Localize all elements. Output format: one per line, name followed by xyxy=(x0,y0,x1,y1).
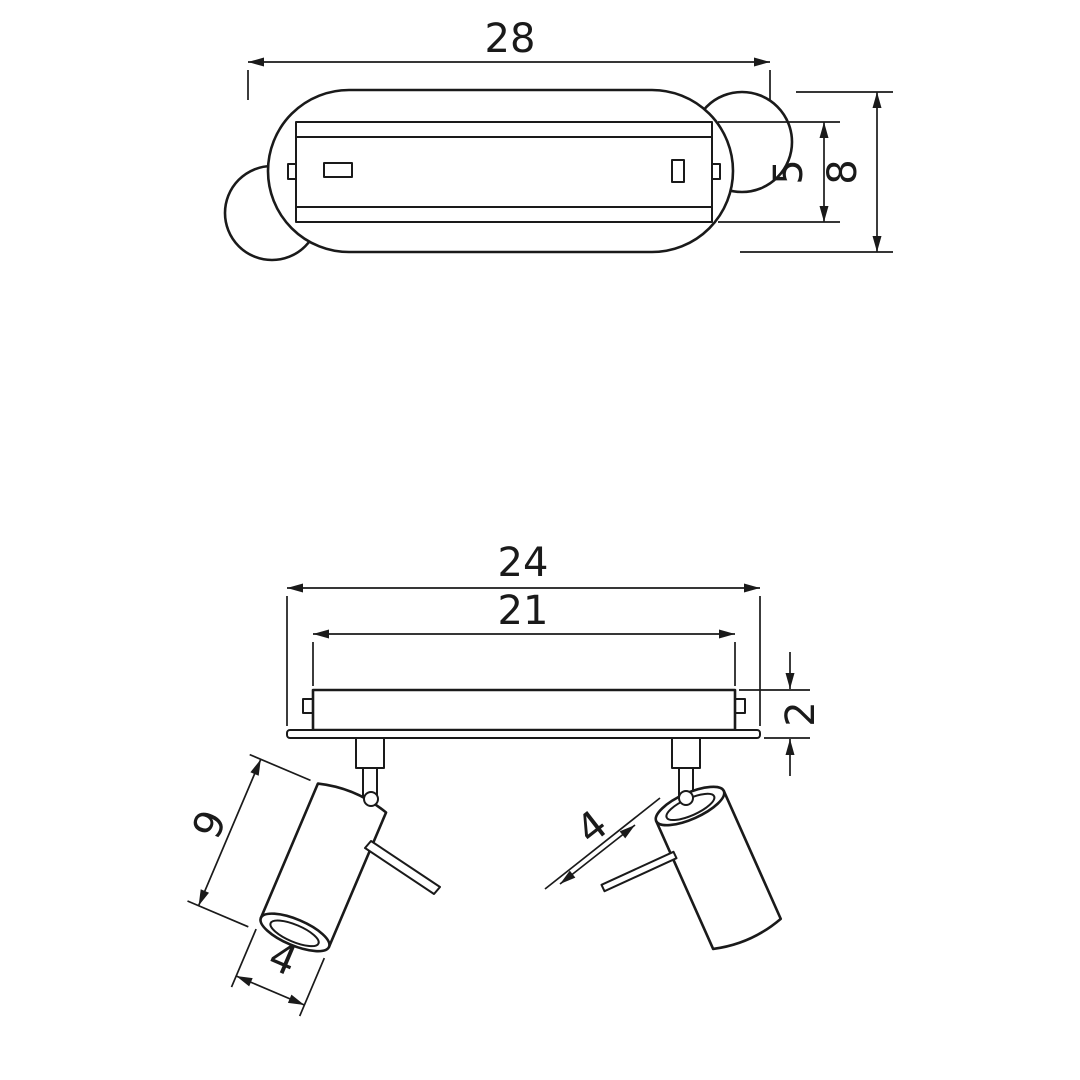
dimension-canopy-thickness: 2 xyxy=(739,652,824,776)
adjust-lever-right xyxy=(600,850,678,893)
stem-block xyxy=(355,737,385,769)
spot-head-right xyxy=(654,785,783,951)
spot-head-left xyxy=(259,782,388,953)
dimension-bracket-height: 5 xyxy=(718,121,840,223)
swivel-stem-right xyxy=(671,737,701,797)
dimension-top-width: 28 xyxy=(247,16,771,100)
head-length-dimension-label: 9 xyxy=(184,804,236,845)
extension-line xyxy=(230,928,257,988)
spot-head-body xyxy=(654,789,783,951)
base-plate xyxy=(286,729,761,739)
canopy-front-body xyxy=(311,688,737,732)
front-plate-width-dimension-label: 21 xyxy=(498,588,549,634)
dimension-front-overall-width: 24 xyxy=(286,540,761,726)
dimension-front-plate-width: 21 xyxy=(312,588,736,686)
pivot-joint-right xyxy=(678,790,694,806)
canopy-thickness-dimension-label: 2 xyxy=(778,701,824,726)
mounting-bracket xyxy=(287,121,721,223)
dimension-line xyxy=(235,975,305,1006)
adjust-lever-left xyxy=(364,840,441,895)
swivel-stem-left xyxy=(355,737,385,797)
head-diameter-left-dimension-label: 4 xyxy=(262,933,303,985)
extension-line xyxy=(298,957,326,1017)
dimension-body-height: 8 xyxy=(740,91,893,253)
canopy-side-tab-right xyxy=(734,698,746,714)
mounting-slot-right xyxy=(671,159,685,183)
bracket-outline xyxy=(295,121,713,223)
dimension-head-diameter-right: 4 xyxy=(544,797,661,890)
pivot-joint-left xyxy=(363,791,379,807)
bracket-side-tab-left xyxy=(287,163,297,180)
top-width-dimension-label: 28 xyxy=(485,16,536,62)
extension-line xyxy=(249,753,311,782)
dimension-line xyxy=(559,824,636,885)
mounting-slot-left xyxy=(323,162,353,178)
bracket-height-dimension-label: 5 xyxy=(766,159,812,184)
top-view: 28 5 8 xyxy=(223,16,893,262)
dimension-line xyxy=(197,758,262,907)
canopy-side-tab-left xyxy=(302,698,314,714)
bracket-side-tab-right xyxy=(711,163,721,180)
extension-line xyxy=(187,900,249,928)
front-view: 24 21 2 xyxy=(184,540,824,1017)
lens-opening xyxy=(269,919,320,948)
body-height-dimension-label: 8 xyxy=(820,159,866,184)
stem-block xyxy=(671,737,701,769)
front-overall-width-dimension-label: 24 xyxy=(498,540,549,586)
